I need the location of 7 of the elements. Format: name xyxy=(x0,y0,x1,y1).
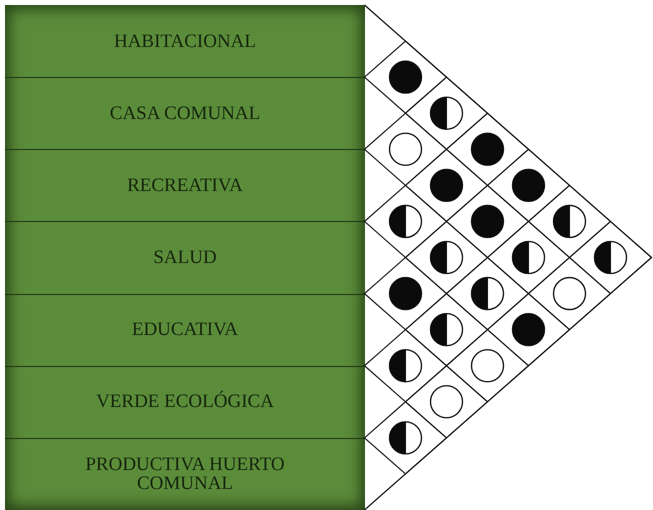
category-row: HABITACIONAL xyxy=(5,5,365,78)
category-row: CASA COMUNAL xyxy=(5,77,365,150)
category-row: SALUD xyxy=(5,221,365,294)
category-row: RECREATIVA xyxy=(5,149,365,222)
category-row: VERDE ECOLÓGICA xyxy=(5,366,365,438)
category-row: PRODUCTIVA HUERTO COMUNAL xyxy=(5,438,365,510)
category-row: EDUCATIVA xyxy=(5,294,365,366)
